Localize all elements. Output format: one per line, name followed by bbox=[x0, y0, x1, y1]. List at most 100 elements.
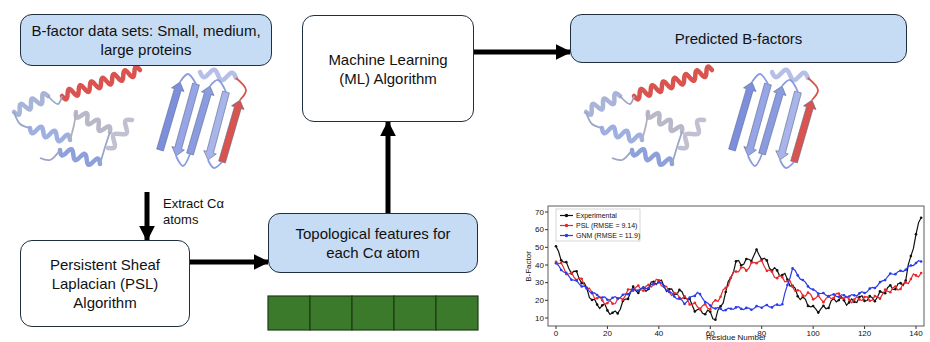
feature-box: Topological features for each Cα atom bbox=[268, 213, 478, 273]
data-marker bbox=[796, 289, 799, 292]
data-marker bbox=[601, 304, 604, 307]
data-marker bbox=[848, 295, 851, 298]
data-marker bbox=[822, 292, 825, 295]
data-marker bbox=[637, 289, 640, 292]
data-marker bbox=[863, 300, 866, 303]
data-marker bbox=[766, 259, 769, 262]
data-marker bbox=[899, 282, 902, 285]
y-tick-label: 60 bbox=[535, 225, 544, 234]
y-tick-label: 30 bbox=[535, 278, 544, 287]
axis-title: B-Factor bbox=[523, 251, 532, 282]
coil-loop bbox=[752, 74, 768, 84]
process-box: Persistent Sheaf Laplacian (PSL) Algorit… bbox=[20, 240, 190, 327]
data-marker bbox=[678, 296, 681, 299]
data-marker bbox=[827, 295, 830, 298]
data-marker bbox=[812, 305, 815, 308]
data-marker bbox=[616, 312, 619, 315]
data-marker bbox=[915, 233, 918, 236]
beta-strand bbox=[219, 100, 244, 163]
data-marker bbox=[889, 284, 892, 287]
coil-loop bbox=[100, 132, 110, 164]
data-marker bbox=[899, 269, 902, 272]
data-marker bbox=[642, 289, 645, 292]
data-marker bbox=[791, 267, 794, 270]
data-marker bbox=[740, 308, 743, 311]
data-marker bbox=[827, 295, 830, 298]
data-marker bbox=[596, 297, 599, 300]
data-marker bbox=[745, 269, 748, 272]
y-tick-label: 50 bbox=[535, 243, 544, 252]
output-box: Predicted B-factors bbox=[570, 14, 907, 63]
data-marker bbox=[812, 288, 815, 291]
protein-beta bbox=[157, 70, 246, 168]
data-marker bbox=[668, 291, 671, 294]
data-marker bbox=[632, 288, 635, 291]
data-series bbox=[556, 261, 921, 310]
y-tick bbox=[545, 282, 548, 283]
data-marker bbox=[827, 307, 830, 310]
x-tick-label: 140 bbox=[909, 329, 922, 338]
data-marker bbox=[724, 309, 727, 312]
data-marker bbox=[874, 300, 877, 303]
data-marker bbox=[616, 298, 619, 301]
y-tick-label: 20 bbox=[535, 296, 544, 305]
data-marker bbox=[750, 261, 753, 264]
data-marker bbox=[838, 296, 841, 299]
data-marker bbox=[555, 262, 558, 265]
flow-arrow bbox=[386, 122, 391, 213]
data-marker bbox=[611, 302, 614, 305]
helix-ribbon bbox=[648, 112, 682, 132]
helix-ribbon bbox=[108, 120, 132, 149]
x-tick-label: 20 bbox=[603, 329, 612, 338]
x-tick bbox=[761, 326, 762, 329]
flow-arrow bbox=[190, 260, 268, 265]
data-marker bbox=[781, 303, 784, 306]
helix-ribbon bbox=[680, 120, 704, 149]
data-marker bbox=[791, 285, 794, 288]
data-marker bbox=[735, 260, 738, 263]
data-marker bbox=[899, 288, 902, 291]
data-marker bbox=[601, 299, 604, 302]
data-marker bbox=[560, 259, 563, 262]
data-marker bbox=[673, 292, 676, 295]
data-marker bbox=[560, 262, 563, 265]
coil-loop bbox=[70, 112, 76, 140]
data-marker bbox=[863, 296, 866, 299]
data-marker bbox=[673, 295, 676, 298]
data-marker bbox=[910, 264, 913, 267]
node-text: Predicted B-factors bbox=[675, 29, 803, 48]
data-marker bbox=[838, 299, 841, 302]
legend-entry: Experimental bbox=[576, 211, 617, 220]
x-tick bbox=[813, 326, 814, 329]
data-marker bbox=[853, 298, 856, 301]
data-marker bbox=[904, 269, 907, 272]
data-marker bbox=[704, 313, 707, 316]
data-marker bbox=[606, 302, 609, 305]
x-tick bbox=[658, 326, 659, 329]
data-marker bbox=[884, 279, 887, 282]
data-marker bbox=[822, 304, 825, 307]
x-tick bbox=[607, 326, 608, 329]
helix-ribbon bbox=[30, 127, 70, 142]
data-marker bbox=[688, 303, 691, 306]
data-marker bbox=[699, 308, 702, 311]
node-text: Persistent Sheaf Laplacian (PSL) Algorit… bbox=[31, 255, 179, 312]
data-marker bbox=[688, 296, 691, 299]
data-marker bbox=[637, 292, 640, 295]
coil-loop bbox=[40, 150, 60, 160]
data-marker bbox=[750, 308, 753, 311]
data-marker bbox=[832, 297, 835, 300]
data-marker bbox=[858, 292, 861, 295]
helix-ribbon bbox=[14, 93, 48, 115]
data-marker bbox=[601, 296, 604, 299]
data-marker bbox=[920, 260, 923, 263]
flow-arrow bbox=[474, 50, 570, 55]
data-marker bbox=[719, 295, 722, 298]
helix-ribbon bbox=[76, 112, 110, 132]
data-marker bbox=[776, 303, 779, 306]
coil-loop bbox=[642, 112, 648, 140]
helix-ribbon bbox=[62, 67, 140, 100]
data-marker bbox=[879, 297, 882, 300]
data-marker bbox=[766, 304, 769, 307]
